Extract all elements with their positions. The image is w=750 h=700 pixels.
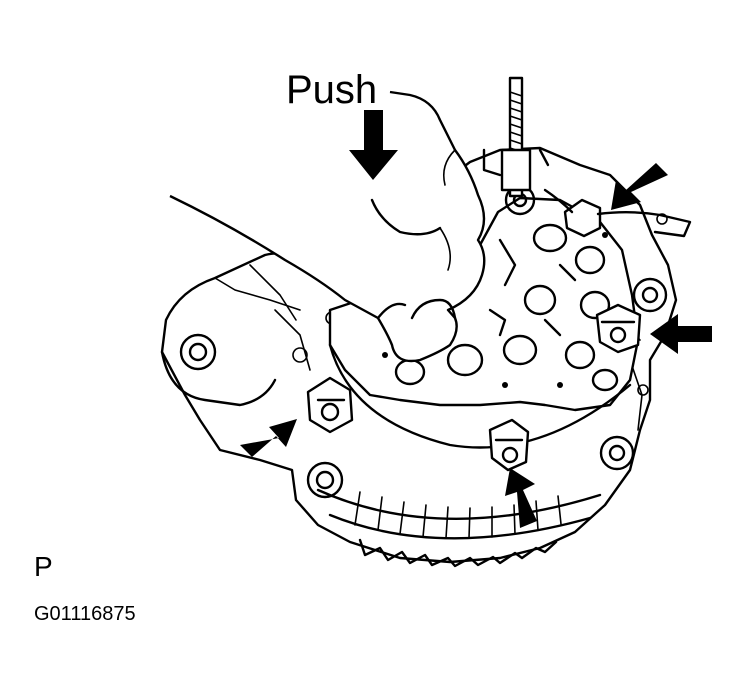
figure-code: G01116875	[34, 603, 136, 625]
view-mark: P	[34, 551, 53, 582]
push-callout: Push	[286, 68, 378, 112]
terminal-screws	[306, 188, 692, 472]
hand	[169, 90, 486, 363]
screw-arrow-top-right	[611, 163, 668, 210]
screw-arrow-bottom	[505, 468, 537, 528]
screw-arrow-left	[240, 419, 297, 457]
arrow-icon	[240, 419, 297, 457]
screw-arrow-right	[650, 314, 712, 354]
arrow-icon	[611, 163, 668, 210]
terminal-stud	[482, 76, 550, 198]
cooling-fins	[316, 488, 602, 568]
arrow-icon	[650, 314, 712, 354]
arrow-icon	[505, 468, 537, 528]
push-arrow	[349, 110, 398, 180]
arrow-icon	[349, 110, 398, 180]
